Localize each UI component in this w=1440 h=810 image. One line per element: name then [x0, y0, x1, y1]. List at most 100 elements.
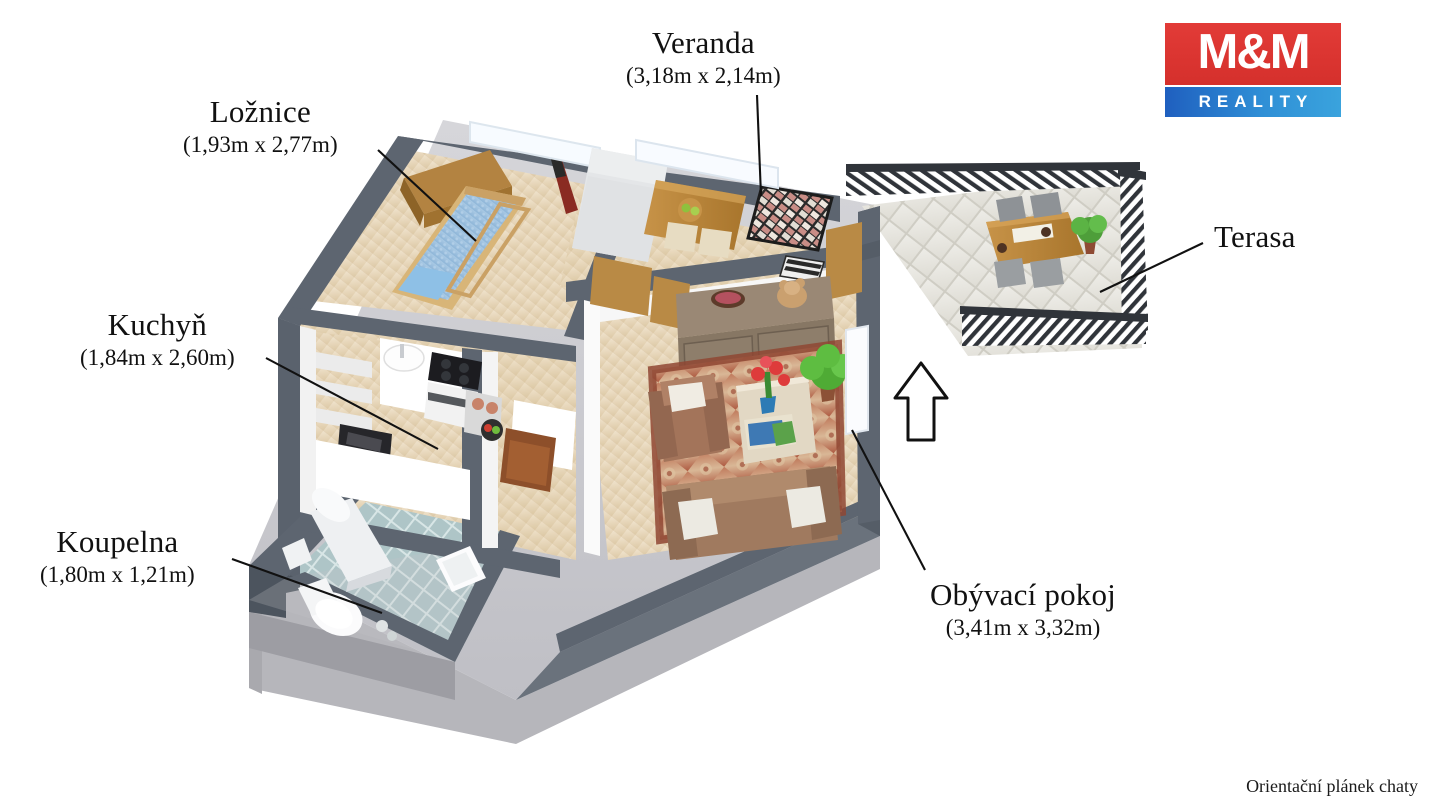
stove-burner-1 — [441, 359, 451, 369]
room-name-kuchyn: Kuchyň — [107, 307, 207, 342]
kitchen-lower-cabinets — [316, 440, 470, 520]
living-plant — [800, 344, 855, 402]
toilet — [298, 578, 363, 637]
room-label-loznice: Ložnice (1,93m x 2,77m) — [183, 94, 338, 157]
veranda-window — [635, 138, 779, 190]
door-terrace — [826, 222, 862, 300]
logo-blue-block — [1165, 87, 1341, 117]
grille-bar-2 — [784, 266, 820, 276]
leader-veranda — [755, 94, 763, 197]
terrace-rail-top-front — [960, 306, 1148, 322]
grille-bar-1 — [786, 259, 822, 269]
bathroom-fixtures — [282, 488, 486, 641]
kitchen-jar-2 — [486, 402, 498, 414]
hall-dresser-front — [506, 440, 550, 486]
terrace-chair-front-2 — [1030, 258, 1064, 288]
room-name-terasa: Terasa — [1214, 219, 1296, 254]
leader-lines — [231, 94, 1204, 614]
living-rug-border — [647, 339, 847, 545]
kitchen-jar-1 — [472, 398, 484, 410]
bed-pillow — [398, 266, 456, 300]
fruit-lime — [492, 426, 500, 434]
fridge-top-door — [588, 148, 668, 186]
terrace-cup-2 — [1041, 227, 1051, 237]
wall-bath-south — [288, 530, 520, 662]
wardrobe-side — [400, 178, 424, 226]
veranda-furniture — [572, 138, 862, 330]
veranda-tile-cabinet — [748, 186, 832, 250]
kitchen-furniture — [316, 338, 503, 520]
room-dimensions-kuchyn: (1,84m x 2,60m) — [80, 344, 235, 370]
magazine-green — [772, 421, 796, 446]
kitchen-shelf-1 — [316, 352, 372, 378]
terrace-potted-plant — [1071, 215, 1107, 254]
veranda-chair-2 — [698, 228, 732, 258]
fruit-apple — [484, 424, 492, 432]
room-dimensions-veranda: (3,18m x 2,14m) — [626, 62, 781, 88]
sofa-pillow-right — [786, 486, 826, 528]
coffee-table-edge — [736, 376, 809, 392]
terrace-chair-back-2 — [1030, 192, 1062, 218]
water-heater — [310, 488, 392, 592]
plan-footnote: Orientační plánek chaty — [1246, 776, 1418, 796]
leader-koupelna — [231, 558, 383, 614]
wall-west — [278, 318, 300, 580]
terrace-table-highlight — [986, 212, 1070, 228]
flower-vase — [751, 356, 790, 414]
veranda-tile-cabinet-frame — [746, 184, 834, 252]
terrace-chair-back-1 — [996, 196, 1026, 222]
stove-burner-2 — [459, 363, 469, 373]
veranda-fruit-1 — [681, 203, 691, 213]
wall-south-front-face — [516, 506, 880, 700]
bathroom-small-items — [376, 620, 397, 641]
bed-siderail — [444, 201, 532, 299]
stove-burner-3 — [441, 371, 451, 381]
guitar-neck — [550, 154, 566, 178]
kitchen-shelf-2 — [316, 380, 372, 404]
terrace-cup-1 — [997, 243, 1007, 253]
logo-red-block — [1165, 23, 1341, 85]
brand-logo: M&M REALITY — [1165, 23, 1341, 117]
logo-brand-name: M&M — [1197, 25, 1310, 79]
door-hall-1 — [590, 256, 652, 316]
wall-bedroom-south — [290, 307, 576, 362]
leader-terasa — [1099, 242, 1204, 293]
room-name-veranda: Veranda — [651, 25, 755, 60]
terrace-rail-top-back — [846, 162, 1140, 172]
room-name-loznice: Ložnice — [209, 94, 311, 129]
room-dimensions-obyvaci-pokoj: (3,41m x 3,32m) — [945, 614, 1101, 640]
terrace-railing-right — [1120, 168, 1148, 344]
wall-east-top — [858, 206, 880, 246]
kitchen-shelf-3 — [316, 408, 372, 432]
inner-wall-kitchen-west — [300, 326, 316, 516]
terrace — [846, 162, 1148, 356]
bathroom-cabinet — [282, 538, 312, 570]
logo-brand-subtitle: REALITY — [1198, 92, 1314, 111]
terrace-table — [986, 212, 1084, 268]
armchair-cushion — [668, 382, 706, 412]
wall-nw — [278, 136, 424, 326]
terrace-railing-back — [846, 166, 1138, 196]
teddy-bear — [777, 278, 807, 308]
stove-burner-4 — [459, 375, 469, 385]
slab-front-face — [249, 536, 880, 744]
terrace-dining-set — [986, 192, 1084, 288]
room-label-terasa: Terasa — [1214, 219, 1296, 257]
decor-bowl-contents — [715, 292, 741, 304]
armchair-arm-left — [648, 390, 678, 460]
living-window — [845, 324, 869, 436]
leader-kuchyn — [265, 357, 439, 450]
fridge-lower-door — [572, 176, 664, 262]
room-label-kuchyn: Kuchyň (1,84m x 2,60m) — [80, 307, 235, 370]
livingroom-furniture — [500, 276, 869, 560]
wall-bath-south-face — [249, 612, 455, 700]
kitchen-faucet — [400, 344, 404, 358]
wall-bath-west — [249, 566, 286, 618]
room-label-obyvaci-pokoj: Obývací pokoj (3,41m x 3,32m) — [930, 577, 1116, 640]
leader-loznice — [377, 149, 477, 242]
sofa-pillow-left — [678, 498, 718, 540]
room-dimensions-koupelna: (1,80m x 1,21m) — [40, 561, 195, 587]
terrace-rail-post-a — [1118, 166, 1146, 180]
